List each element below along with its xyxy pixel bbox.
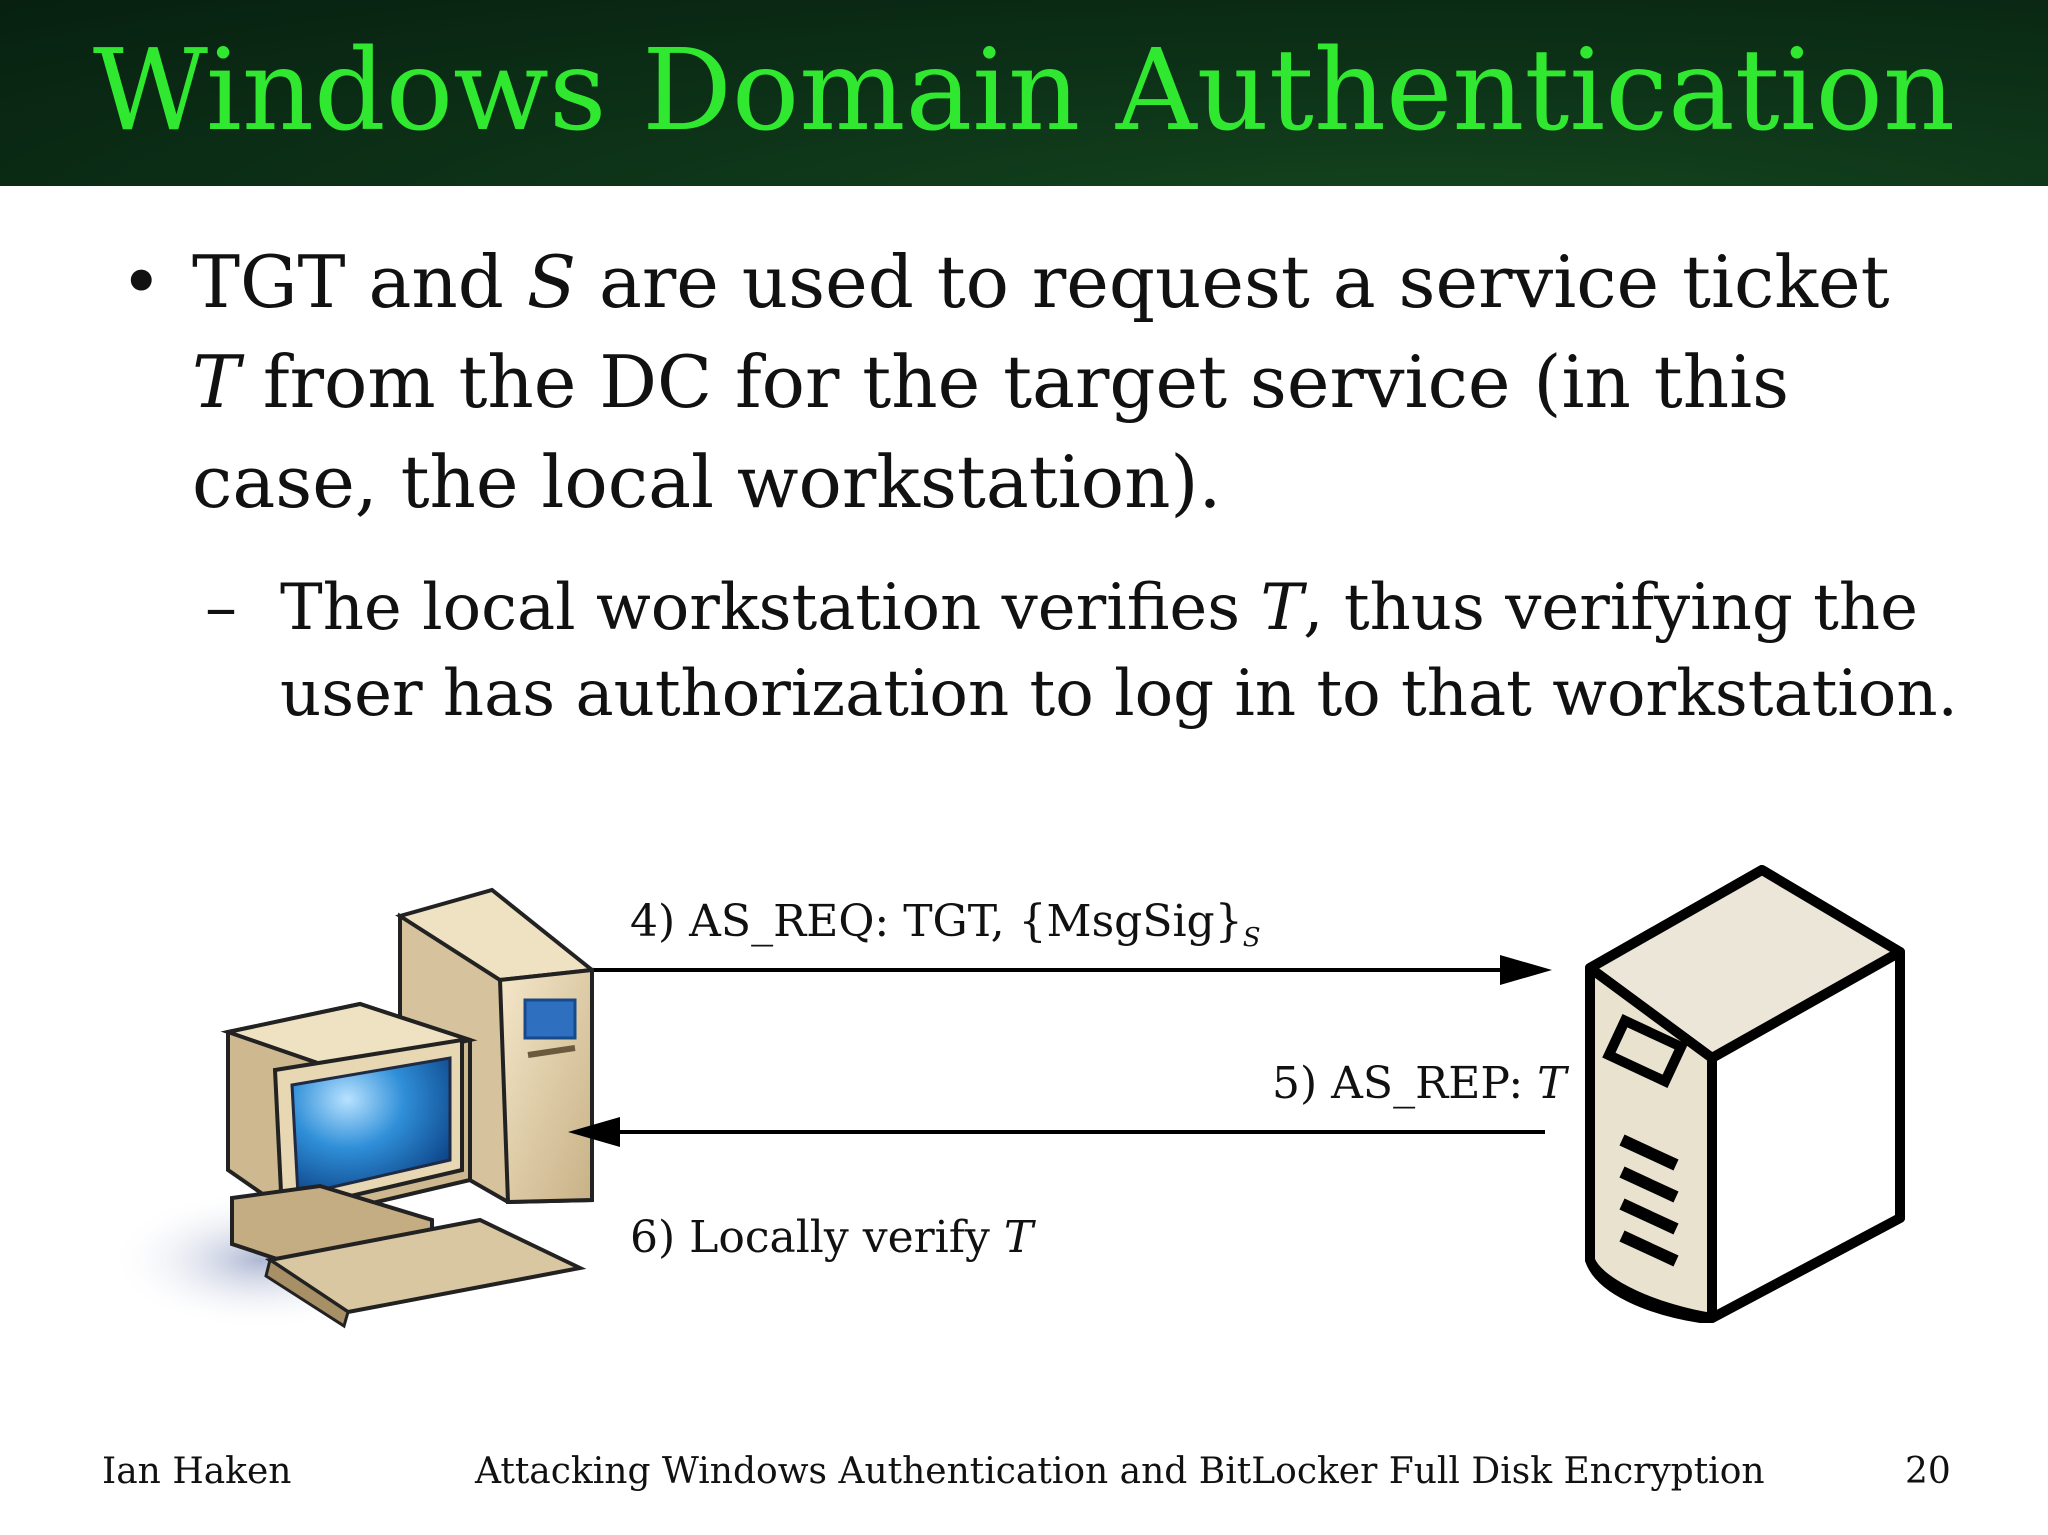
- step4-label: 4) AS_REQ: TGT, {MsgSig}S: [630, 896, 1261, 964]
- sub-bullet-text: The local workstation verifies T, thus v…: [280, 565, 1960, 737]
- bullet-var-s: S: [526, 240, 577, 324]
- auth-flow-diagram: 4) AS_REQ: TGT, {MsgSig}S 5) AS_REP: T 6…: [0, 840, 2048, 1360]
- step6-var-t: T: [1003, 1212, 1034, 1263]
- main-bullet-text: TGT and S are used to request a service …: [192, 232, 1922, 532]
- step6-label: 6) Locally verify T: [630, 1212, 1033, 1264]
- server-tower-icon: [1585, 865, 1905, 1323]
- footer-talk-title: Attacking Windows Authentication and Bit…: [475, 1451, 1765, 1492]
- sub-bullet-text-1: The local workstation verifies: [280, 571, 1261, 645]
- bullet-text-2: are used to request a service ticket: [576, 240, 1890, 324]
- sub-bullet-text-2: , thus verifying the user has authorizat…: [280, 571, 1958, 731]
- bullet-text-1: TGT and: [192, 240, 527, 324]
- step4-subscript: S: [1242, 922, 1261, 953]
- sub-bullet-var-t: T: [1260, 571, 1304, 645]
- bullet-text-3: from the DC for the target service (in t…: [192, 340, 1790, 524]
- bullet-marker: •: [120, 240, 163, 324]
- step4-text: 4) AS_REQ: TGT, {MsgSig}: [630, 896, 1243, 947]
- footer-author: Ian Haken: [102, 1451, 292, 1492]
- footer-page-number: 20: [1905, 1451, 1951, 1492]
- slide-title: Windows Domain Authentication: [92, 26, 1956, 156]
- reply-arrow: [568, 1117, 1545, 1147]
- step5-var-t: T: [1537, 1058, 1567, 1109]
- step5-label: 5) AS_REP: T: [1272, 1058, 1567, 1110]
- step5-text: 5) AS_REP:: [1272, 1058, 1538, 1109]
- sub-bullet-marker: –: [205, 571, 237, 645]
- step6-text: 6) Locally verify: [630, 1212, 1004, 1263]
- workstation-computer-icon: [110, 887, 598, 1330]
- bullet-var-t: T: [192, 340, 241, 424]
- request-arrow: [594, 955, 1552, 985]
- diagram-graphics: [110, 865, 1905, 1330]
- title-bar: Windows Domain Authentication: [0, 0, 2048, 186]
